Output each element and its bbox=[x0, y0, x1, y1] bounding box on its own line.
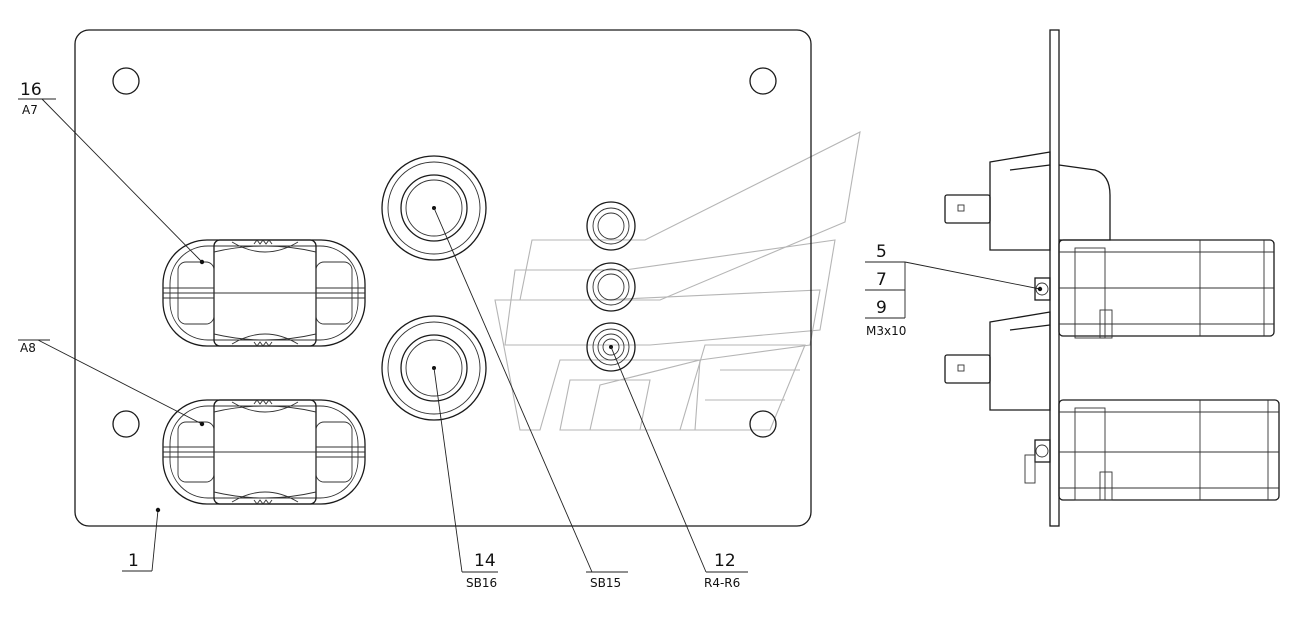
callout-labels: 16 A7 A8 1 14 SB16 SB15 12 R4-R6 5 7 9 M… bbox=[20, 80, 906, 590]
mounting-hole-bottom-right bbox=[749, 410, 777, 438]
leader-lines bbox=[18, 98, 1043, 573]
callout-16-number: 16 bbox=[20, 80, 42, 100]
callout-7-number: 7 bbox=[876, 270, 887, 290]
callout-14-number: 14 bbox=[474, 551, 496, 571]
callout-m3-ref: M3x10 bbox=[866, 324, 906, 338]
side-view bbox=[944, 29, 1280, 527]
push-button-sb16 bbox=[381, 315, 487, 421]
callout-12-number: 12 bbox=[714, 551, 736, 571]
indicator-lamps-r4-r6 bbox=[586, 201, 636, 372]
callout-5-number: 5 bbox=[876, 242, 887, 262]
callout-sb15-ref: SB15 bbox=[590, 576, 621, 590]
rocker-switch-a8 bbox=[162, 399, 366, 505]
watermark-logo bbox=[494, 131, 861, 431]
callout-14-ref: SB16 bbox=[466, 576, 497, 590]
rocker-switch-a7 bbox=[162, 239, 366, 347]
panel-plate bbox=[74, 29, 812, 527]
mounting-hole-top-right bbox=[749, 67, 777, 95]
callout-1-number: 1 bbox=[128, 551, 139, 571]
callout-16-ref: A7 bbox=[22, 103, 38, 117]
callout-a8-ref: A8 bbox=[20, 341, 36, 355]
mounting-hole-top-left bbox=[112, 67, 140, 95]
callout-9-number: 9 bbox=[876, 298, 887, 318]
push-button-sb15 bbox=[381, 155, 487, 261]
callout-12-ref: R4-R6 bbox=[704, 576, 740, 590]
mounting-hole-bottom-left bbox=[112, 410, 140, 438]
